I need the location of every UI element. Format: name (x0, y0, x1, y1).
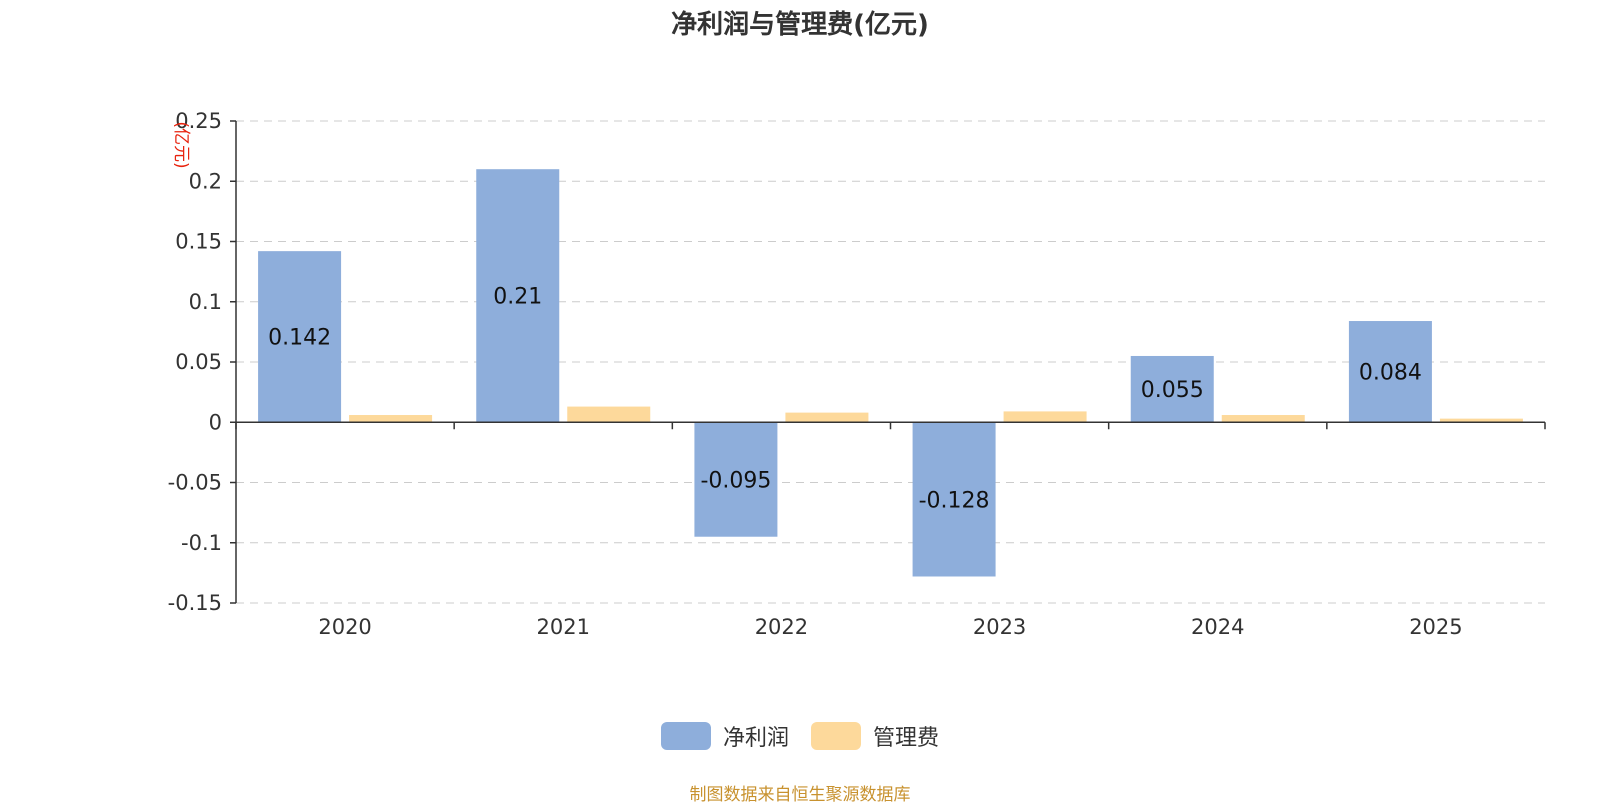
bar-admin-expense (1221, 415, 1305, 423)
bar-net-profit (1348, 321, 1432, 423)
data-label-net-profit: 0.21 (493, 285, 542, 310)
source-note: 制图数据来自恒生聚源数据库 (689, 785, 911, 805)
bar-net-profit (258, 251, 342, 423)
legend-item-net-profit[interactable]: 净利润 (660, 720, 789, 752)
y-tick-label: 0 (209, 410, 222, 434)
x-tick-label: 2021 (537, 615, 590, 639)
bar-net-profit (912, 422, 996, 577)
bar-admin-expense (1439, 418, 1523, 423)
legend: 净利润 管理费 (0, 720, 1600, 752)
data-label-net-profit: 0.055 (1141, 378, 1204, 403)
y-tick-label: 0.05 (175, 350, 222, 374)
legend-item-admin-expense[interactable]: 管理费 (811, 720, 939, 752)
y-tick-label: 0.25 (175, 109, 222, 133)
bar-admin-expense (349, 415, 433, 423)
legend-label-admin-expense: 管理费 (873, 726, 940, 751)
bar-admin-expense (1003, 411, 1087, 423)
y-tick-label: -0.15 (168, 591, 222, 615)
legend-swatch-admin-expense (811, 722, 861, 750)
y-axis-unit-label: (亿元) (171, 121, 191, 168)
chart-title: 净利润与管理费(亿元) (671, 10, 929, 40)
data-label-net-profit: -0.095 (700, 468, 771, 493)
x-tick-label: 2023 (973, 615, 1026, 639)
y-tick-label: -0.05 (168, 471, 222, 495)
x-tick-label: 2022 (755, 615, 808, 639)
legend-label-net-profit: 净利润 (722, 726, 789, 751)
data-label-net-profit: -0.128 (919, 488, 990, 513)
y-tick-label: 0.15 (175, 230, 222, 254)
x-tick-label: 2025 (1409, 615, 1462, 639)
axes (230, 120, 1546, 604)
y-tick-label: 0.2 (189, 169, 222, 193)
x-tick-label: 2024 (1191, 615, 1244, 639)
bar-admin-expense (785, 412, 869, 423)
data-label-net-profit: 0.084 (1359, 361, 1422, 386)
bar-net-profit (1130, 355, 1214, 423)
data-label-net-profit: 0.142 (268, 326, 331, 351)
bar-net-profit (476, 169, 560, 423)
gridlines (236, 120, 1545, 604)
bars (258, 169, 1523, 577)
y-tick-label: -0.1 (181, 531, 222, 555)
labels: -0.15 -0.1 -0.05 0 0.05 0.1 0.15 0.2 0.25(亿元) 202… (168, 109, 1463, 639)
bar-admin-expense (567, 406, 651, 423)
bar-net-profit (694, 422, 778, 537)
y-tick-label: 0.1 (189, 290, 222, 314)
legend-swatch-net-profit (660, 722, 711, 750)
x-tick-label: 2020 (318, 615, 371, 639)
